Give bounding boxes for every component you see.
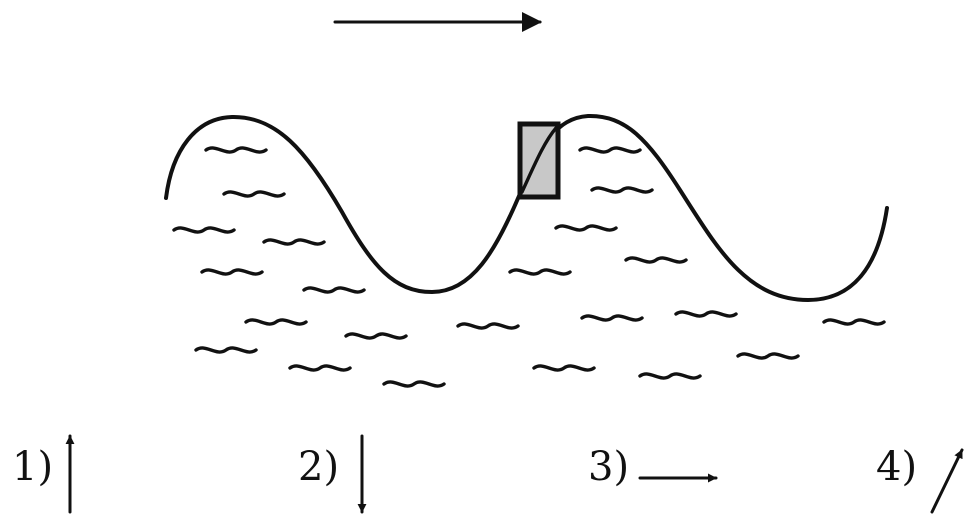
ripple: [262, 238, 326, 246]
ripple: [554, 224, 618, 232]
ripple: [590, 186, 654, 194]
ripple: [204, 146, 268, 154]
option-3-label: 3): [588, 444, 629, 490]
option-4[interactable]: 4): [876, 444, 964, 514]
ripple: [456, 322, 520, 330]
wave-segment-inside-box: [520, 126, 558, 194]
option-3[interactable]: 3): [588, 444, 718, 490]
ripple: [532, 364, 596, 372]
up-right-arrow-icon: [930, 448, 964, 514]
ripple: [736, 352, 800, 360]
ripple: [638, 372, 702, 380]
ripple: [194, 346, 258, 354]
ripple: [200, 268, 264, 276]
ripple: [172, 226, 236, 234]
ripple: [624, 256, 688, 264]
ripple: [222, 190, 286, 198]
ripple: [822, 318, 886, 326]
option-2-label: 2): [298, 444, 339, 490]
ripple: [382, 380, 446, 388]
ripple: [302, 286, 366, 294]
option-1-label: 1): [12, 444, 53, 490]
option-1[interactable]: 1): [12, 434, 75, 514]
option-4-label: 4): [876, 444, 917, 490]
ripple: [288, 364, 352, 372]
ripple: [508, 268, 572, 276]
ripple: [674, 310, 738, 318]
option-2[interactable]: 2): [298, 434, 367, 514]
ripple: [578, 146, 642, 154]
ripple: [244, 318, 308, 326]
ripple: [580, 314, 644, 322]
water-ripples: [172, 146, 886, 388]
ripple: [344, 332, 408, 340]
